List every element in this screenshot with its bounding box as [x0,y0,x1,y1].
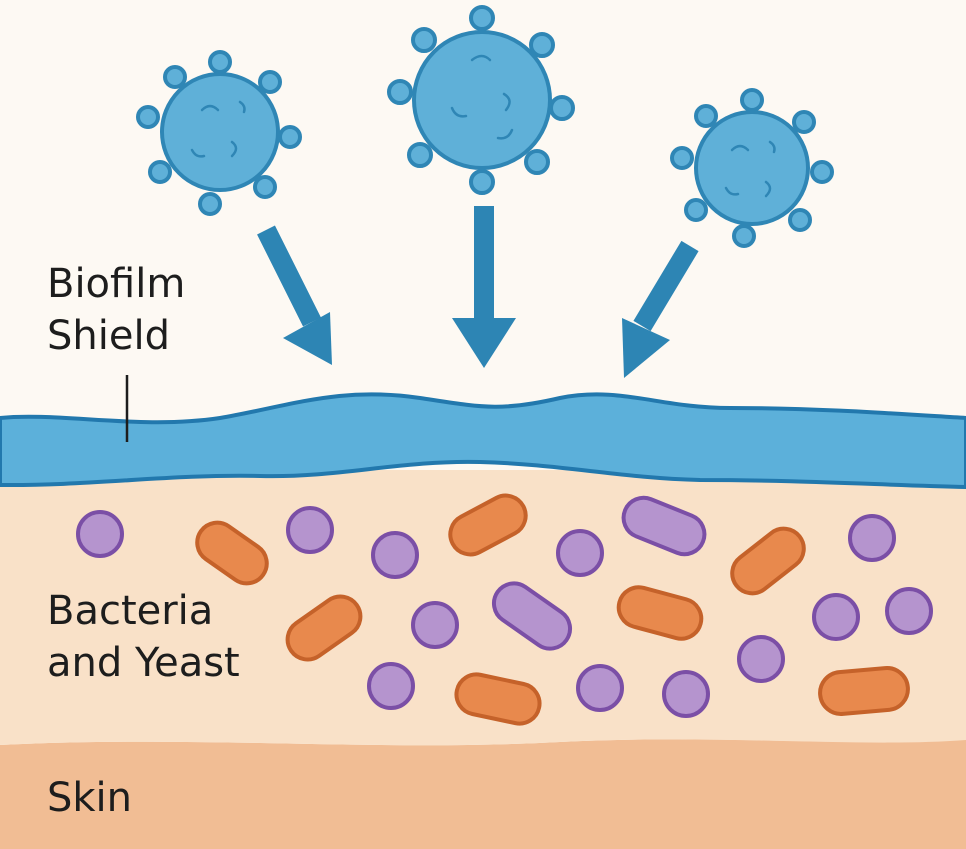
round-yeast-icon [812,593,860,641]
rod-bacterium-icon [454,672,542,726]
virus-particle-icon [670,88,834,248]
round-yeast-icon [367,662,415,710]
biofilm-shield-label: Biofilm Shield [47,258,185,362]
purple-rod-cell-icon [621,495,707,557]
round-yeast-icon [286,506,334,554]
purple-rod-cell-icon [491,581,573,651]
rod-bacterium-icon [195,520,269,586]
bacteria-yeast-label: Bacteria and Yeast [47,585,240,689]
down-arrow-icon [622,240,699,378]
biofilm-shield-band [0,392,966,490]
virus-particle-icon [136,50,302,216]
round-yeast-icon [411,601,459,649]
round-yeast-icon [662,670,710,718]
rod-bacterium-icon [616,585,704,641]
round-yeast-icon [76,510,124,558]
down-arrow-icon [452,206,516,368]
rod-bacterium-icon [448,493,528,557]
round-yeast-icon [576,664,624,712]
round-yeast-icon [848,514,896,562]
rod-bacterium-icon [818,665,910,717]
bacteria-label-line1: Bacteria [47,588,214,634]
biofilm-label-line1: Biofilm [47,261,186,307]
round-yeast-icon [737,635,785,683]
down-arrow-icon [257,225,332,365]
rod-bacterium-icon [285,594,363,662]
skin-layer [0,738,966,849]
round-yeast-icon [371,531,419,579]
bacteria-label-line2: and Yeast [47,640,240,686]
skin-label: Skin [47,775,133,821]
round-yeast-icon [556,529,604,577]
rod-bacterium-icon [730,526,806,596]
biofilm-label-line2: Shield [47,313,170,359]
virus-particle-icon [387,5,575,195]
round-yeast-icon [885,587,933,635]
